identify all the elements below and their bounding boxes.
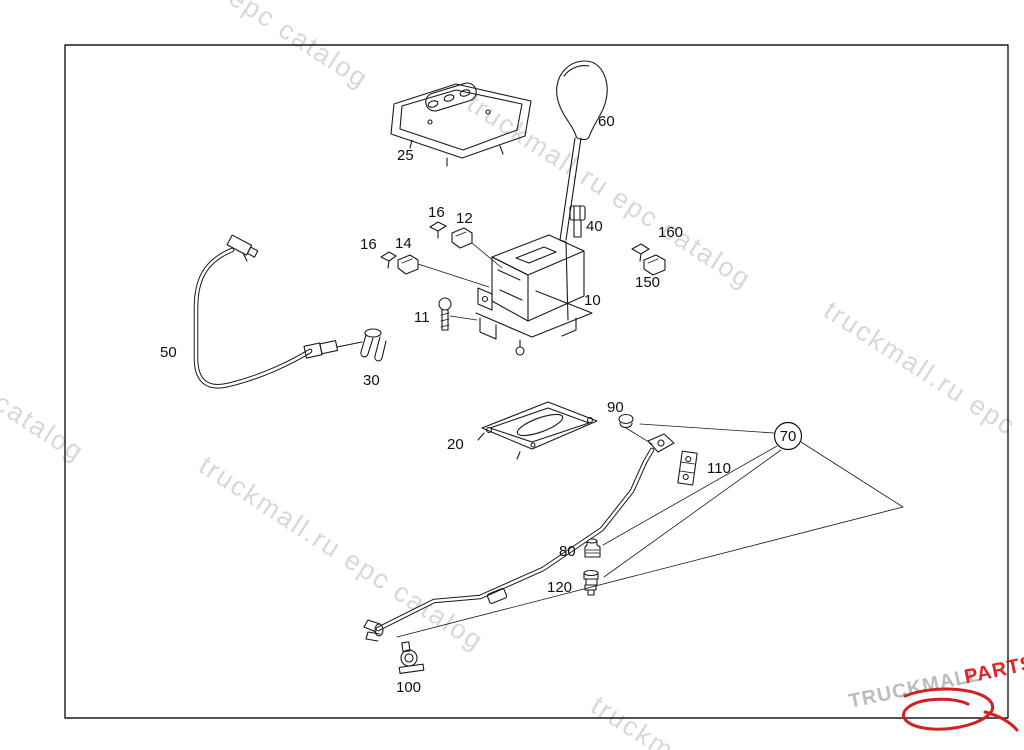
- part-14-clip: [397, 254, 419, 275]
- logo-suffix-text: PARTS: [962, 652, 1024, 688]
- part-label-80: 80: [559, 543, 576, 560]
- part-160-clip: [631, 243, 650, 262]
- part-label-150: 150: [635, 274, 660, 291]
- part-12-clip: [451, 227, 473, 249]
- part-50-cable: [193, 234, 363, 389]
- part-10-shifter-housing: [475, 234, 593, 356]
- part-label-100: 100: [396, 679, 421, 696]
- part-100-clamp: [398, 641, 425, 674]
- part-label-60: 60: [598, 113, 615, 130]
- part-11-screw: [438, 297, 452, 331]
- part-25-bezel-plate: [390, 82, 532, 167]
- part-label-110: 110: [707, 460, 731, 477]
- part-label-16: 16: [360, 236, 377, 253]
- part-16-clip-left: [380, 251, 397, 269]
- diagram-border: [64, 44, 1009, 719]
- part-60-shift-knob: [556, 60, 608, 141]
- part-label-11: 11: [414, 309, 430, 326]
- part-label-50: 50: [160, 344, 177, 361]
- group-ref-circle: [773, 421, 803, 451]
- part-label-25: 25: [397, 147, 414, 164]
- shift-lever-rod: [559, 137, 582, 321]
- part-label-160: 160: [658, 224, 683, 241]
- selector-linkage-rod: [363, 433, 675, 642]
- part-110-bracket: [677, 450, 698, 486]
- part-label-30: 30: [363, 372, 380, 389]
- part-label-14: 14: [395, 235, 412, 252]
- part-label-40: 40: [586, 218, 603, 235]
- truckmall-logo: TRUCKMALL PARTS: [847, 652, 1024, 713]
- part-30-fork-clip: [360, 328, 387, 362]
- part-label-12: 12: [456, 210, 473, 227]
- part-40-bolt: [569, 205, 586, 238]
- part-label-120: 120: [547, 579, 572, 596]
- part-label-90: 90: [607, 399, 624, 416]
- part-label-16: 16: [428, 204, 445, 221]
- part-90-grommet: [618, 413, 634, 429]
- leader-lines: [396, 242, 904, 638]
- part-20-lower-plate: [477, 401, 598, 460]
- part-label-20: 20: [447, 436, 464, 453]
- part-labels: 25 60 16 12 40 160 16 14 150 10 11 50 30 90 20 70 110 80 1…: [160, 113, 803, 696]
- part-label-10: 10: [584, 292, 601, 309]
- part-150-clip: [643, 254, 666, 276]
- logo-swoosh: [902, 687, 1019, 732]
- part-label-70: 70: [780, 428, 797, 445]
- part-16-clip-upper: [429, 221, 447, 239]
- part-120-bushing: [583, 569, 599, 596]
